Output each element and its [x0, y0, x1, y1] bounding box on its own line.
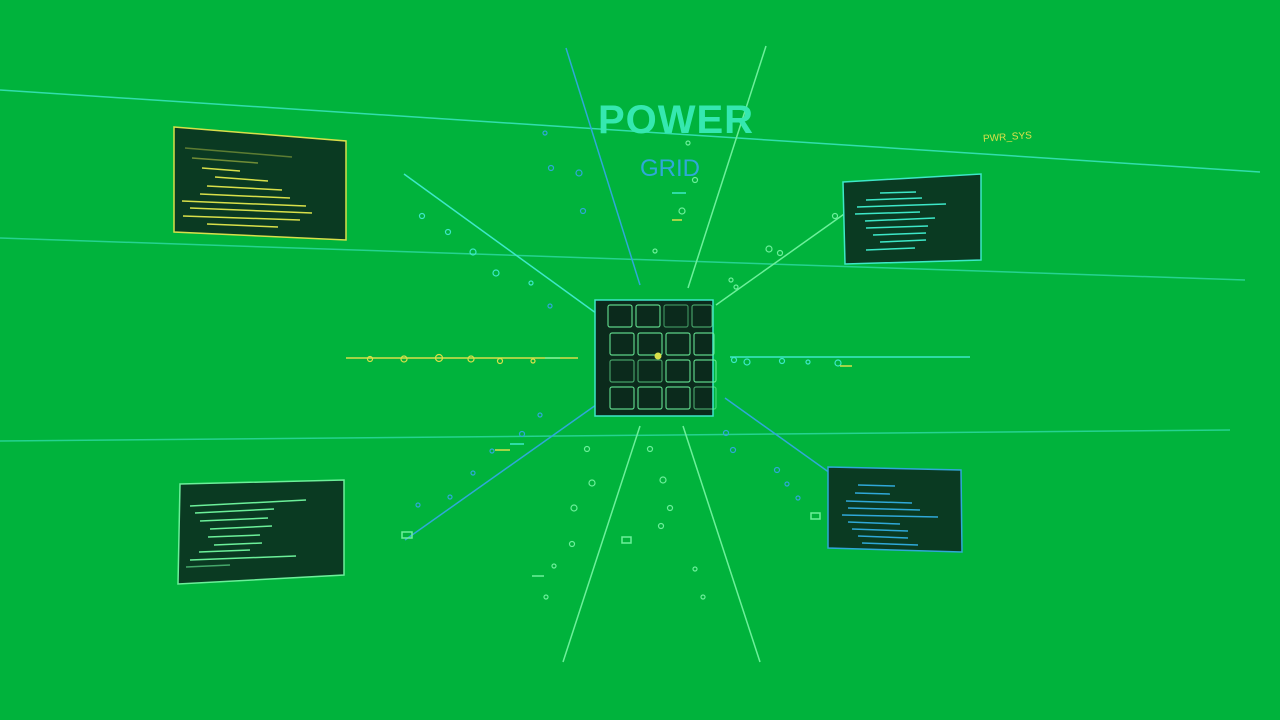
panel-top-left-lines — [181, 147, 313, 228]
perspective-lines — [0, 89, 1261, 442]
dash-marks — [401, 192, 852, 577]
panel-bottom-right — [827, 466, 963, 553]
title-power: POWER — [597, 98, 755, 142]
core-grid — [594, 299, 717, 417]
panel-top-left — [173, 126, 347, 241]
panel-bottom-left — [177, 479, 345, 585]
panel-top-right — [842, 173, 982, 265]
title-grid: GRID — [640, 155, 700, 182]
panel-top-right-lines — [854, 191, 947, 251]
panel-bottom-left-lines — [185, 499, 307, 568]
core-active-node — [654, 352, 662, 360]
panel-bottom-right-lines — [841, 484, 939, 546]
core-cells — [607, 304, 717, 410]
particles — [366, 130, 842, 600]
